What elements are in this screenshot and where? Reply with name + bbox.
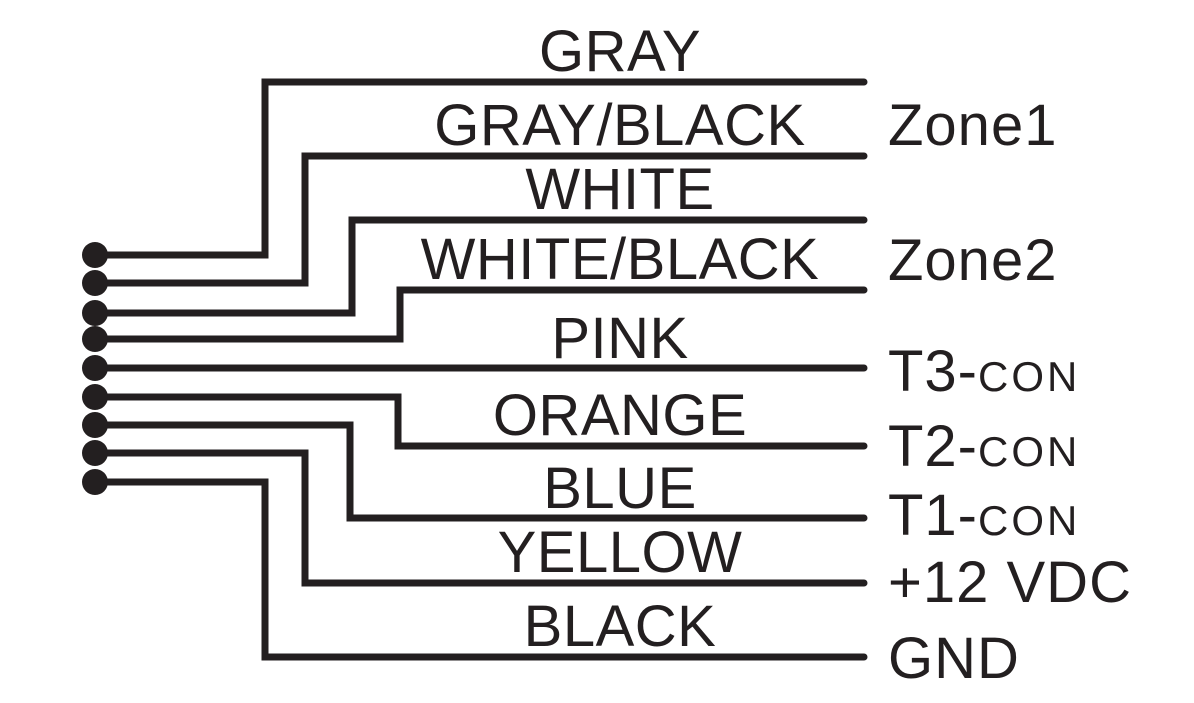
terminal-label-gnd: GND — [888, 630, 1020, 693]
terminal-main: Zone1 — [888, 93, 1058, 158]
wire-yellow — [91, 449, 868, 587]
wire-label-gray-black: GRAY/BLACK — [434, 93, 806, 158]
wire-white-black — [91, 286, 868, 343]
terminal-small: CON — [978, 428, 1081, 475]
wire-label-yellow: YELLOW — [497, 520, 743, 585]
wire-black — [91, 478, 868, 661]
connector-pin-dot — [82, 326, 108, 352]
wire-label-blue: BLUE — [543, 456, 697, 521]
terminal-label-zone2: Zone2 — [888, 232, 1057, 295]
terminal-main: GND — [888, 626, 1020, 691]
wire-blue — [91, 421, 868, 522]
connector-pin-dot — [82, 440, 108, 466]
connector-pin-dot — [82, 300, 108, 326]
connector-pin-dot — [82, 242, 108, 268]
connector-pin-dot — [82, 469, 108, 495]
wire-gray — [91, 78, 868, 259]
connector-pin-dot — [82, 355, 108, 381]
terminal-main: T3- — [888, 339, 978, 404]
terminal-main: +12 VDC — [888, 550, 1132, 615]
terminal-main: T2- — [888, 414, 978, 479]
terminal-label-zone1: Zone1 — [888, 97, 1057, 160]
wire-label-pink: PINK — [551, 306, 689, 371]
wire-label-white: WHITE — [525, 157, 715, 222]
terminal-label-t2-con: T2-CON — [888, 418, 1080, 481]
terminal-label-t1-con: T1-CON — [888, 487, 1080, 550]
terminal-small: CON — [978, 353, 1081, 400]
connector-pin-dot — [82, 384, 108, 410]
terminal-label-t3-con: T3-CON — [888, 343, 1080, 406]
terminal-main: Zone2 — [888, 228, 1058, 293]
wire-label-orange: ORANGE — [492, 383, 748, 448]
connector-pin-dot — [82, 270, 108, 296]
wire-gray-black — [91, 152, 868, 287]
connector-pin-dot — [82, 412, 108, 438]
wire-label-black: BLACK — [523, 594, 717, 659]
wire-label-gray: GRAY — [538, 19, 702, 84]
wire-orange — [91, 393, 868, 450]
terminal-main: T1- — [888, 483, 978, 548]
terminal-label-12vdc: +12 VDC — [888, 554, 1132, 617]
terminal-small: CON — [978, 497, 1081, 544]
wire-label-white-black: WHITE/BLACK — [420, 227, 820, 292]
wire-white — [91, 216, 868, 317]
